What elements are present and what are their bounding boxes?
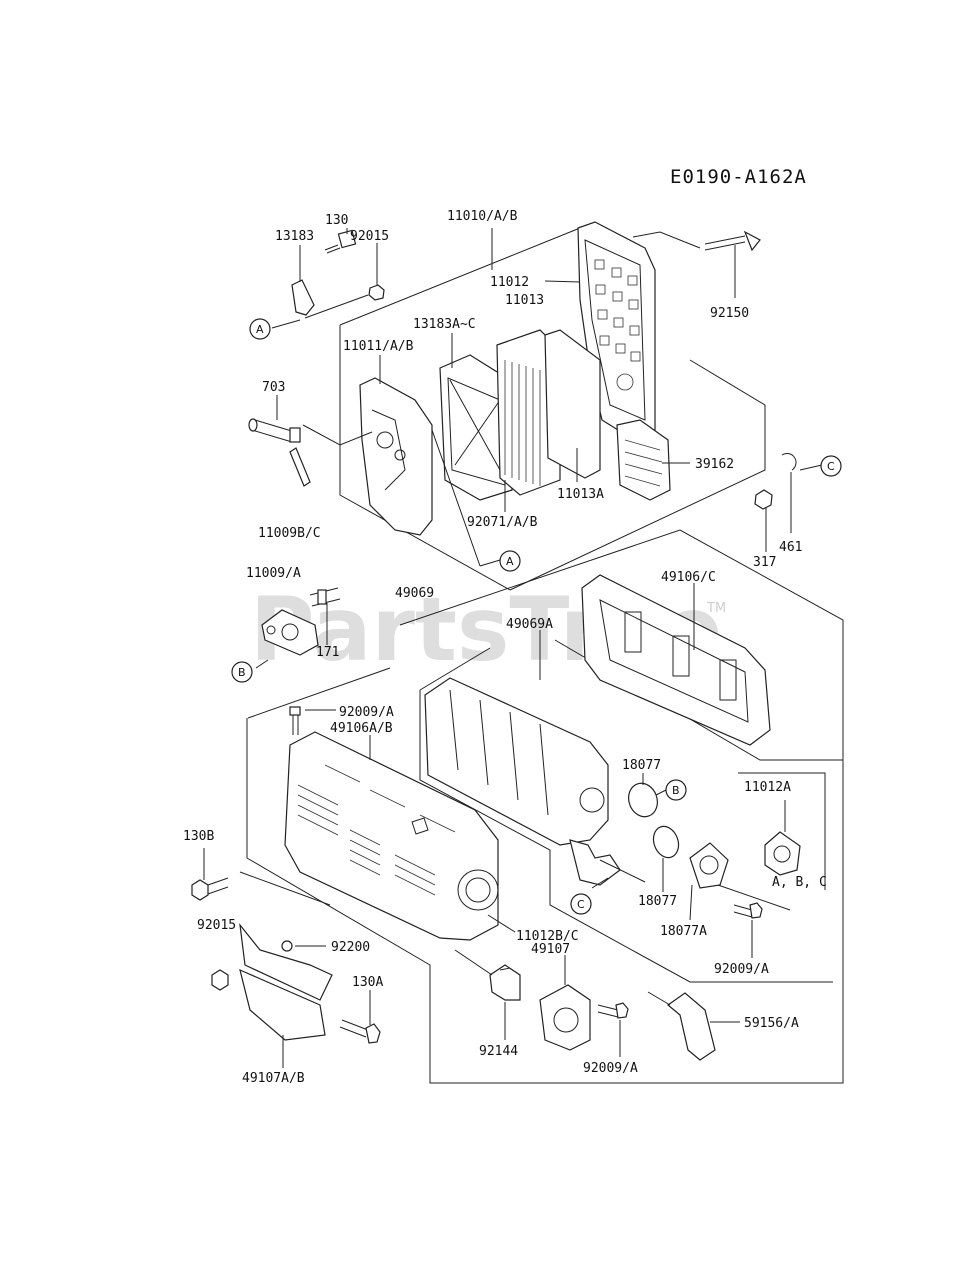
part-label-11011: 11011/A/B — [343, 339, 414, 354]
bolt-130 — [324, 229, 357, 254]
ref-marker-a-1: A — [249, 318, 271, 340]
part-label-92009a-bottom: 92009/A — [583, 1061, 638, 1076]
cover-49107ab — [239, 922, 333, 1041]
ref-marker-a-2: A — [431, 429, 521, 572]
part-label-703: 703 — [262, 380, 285, 395]
element-92071 — [496, 329, 561, 496]
air-cleaner-outline — [339, 227, 766, 591]
part-label-11010: 11010/A/B — [447, 209, 518, 224]
leader-lines — [203, 228, 823, 1068]
bolt-130a — [339, 1019, 381, 1044]
part-label-11009a: 11009/A — [246, 566, 301, 581]
ref-marker-letter: C — [577, 898, 585, 911]
part-label-11012: 11012 — [490, 275, 529, 290]
watermark-trademark: TM — [706, 601, 726, 616]
part-label-92150: 92150 — [710, 306, 749, 321]
gasket-18077-b — [652, 825, 680, 859]
bolt-130b — [191, 877, 229, 901]
clip-461 — [781, 453, 797, 471]
clip-703 — [289, 447, 311, 487]
bolt-92009-top — [289, 706, 301, 735]
part-label-39162: 39162 — [695, 457, 734, 472]
bolt-703 — [248, 418, 301, 443]
part-label-92009a-top: 92009/A — [339, 705, 394, 720]
ref-marker-c-2: C — [570, 893, 592, 915]
bolt-92009-mid — [733, 902, 763, 919]
part-label-11012a: 11012A — [744, 780, 791, 795]
part-label-92071: 92071/A/B — [467, 515, 538, 530]
part-label-13183: 13183 — [275, 229, 314, 244]
nut-92015-bottom — [211, 969, 229, 991]
part-label-59156: 59156/A — [744, 1016, 799, 1031]
bolt-92009-bottom — [597, 1002, 629, 1019]
part-label-abc: A, B, C — [772, 875, 827, 890]
gasket-18077-a — [628, 782, 658, 818]
part-label-92015: 92015 — [350, 229, 389, 244]
part-label-171: 171 — [316, 645, 339, 660]
flange-11012a — [764, 831, 801, 876]
part-label-49106ab: 49106A/B — [330, 721, 393, 736]
ref-marker-letter: B — [672, 784, 680, 797]
part-label-18077-top: 18077 — [622, 758, 661, 773]
part-label-49107: 49107 — [531, 942, 570, 957]
nut-317 — [754, 489, 773, 510]
ref-marker-letter: C — [827, 460, 835, 473]
part-label-11013a: 11013A — [557, 487, 604, 502]
nut-92015-top — [368, 284, 385, 301]
part-label-317: 317 — [753, 555, 776, 570]
part-labels: 130 13183 92015 11010/A/B 11012 11013 92… — [183, 209, 827, 1086]
part-label-92009a-mid: 92009/A — [714, 962, 769, 977]
part-label-92200: 92200 — [331, 940, 370, 955]
part-label-130: 130 — [325, 213, 348, 228]
ref-marker-b-1: B — [231, 661, 253, 683]
part-label-49107ab: 49107A/B — [242, 1071, 305, 1086]
gasket-39162 — [616, 419, 671, 501]
pipe-59156 — [667, 992, 716, 1061]
part-label-11009bc: 11009B/C — [258, 526, 321, 541]
seal-92144 — [489, 964, 521, 1001]
part-label-49106c: 49106/C — [661, 570, 716, 585]
part-label-92015-bottom: 92015 — [197, 918, 236, 933]
ref-marker-letter: A — [506, 555, 514, 568]
part-label-13183a: 13183A~C — [413, 317, 476, 332]
washer-92200 — [281, 940, 293, 952]
flange-18077a — [689, 842, 729, 889]
bolt-92150 — [704, 230, 761, 252]
gasket-171 — [261, 609, 319, 656]
bracket-13183 — [291, 279, 315, 316]
part-label-11012bc: 11012B/C — [516, 929, 579, 944]
part-label-130b: 130B — [183, 829, 214, 844]
ref-marker-c-1: C — [820, 455, 842, 477]
diagram-code: E0190-A162A — [670, 166, 807, 188]
part-label-49069: 49069 — [395, 586, 434, 601]
part-label-11013: 11013 — [505, 293, 544, 308]
gasket-49107 — [539, 984, 591, 1051]
ref-marker-b-2: B — [665, 779, 687, 801]
part-label-461: 461 — [779, 540, 802, 555]
element-11013a — [544, 329, 601, 479]
cover-49106c — [581, 574, 771, 746]
part-label-18077a: 18077A — [660, 924, 707, 939]
part-label-49069a: 49069A — [506, 617, 553, 632]
part-label-92144: 92144 — [479, 1044, 518, 1059]
part-label-130a: 130A — [352, 975, 383, 990]
part-label-18077-bottom: 18077 — [638, 894, 677, 909]
ref-marker-letter: A — [256, 323, 264, 336]
ref-marker-letter: B — [238, 666, 246, 679]
stud-11009 — [309, 587, 341, 607]
muffler-49069a — [424, 677, 621, 886]
cover-49106ab — [284, 731, 499, 941]
case-11011 — [359, 377, 433, 536]
